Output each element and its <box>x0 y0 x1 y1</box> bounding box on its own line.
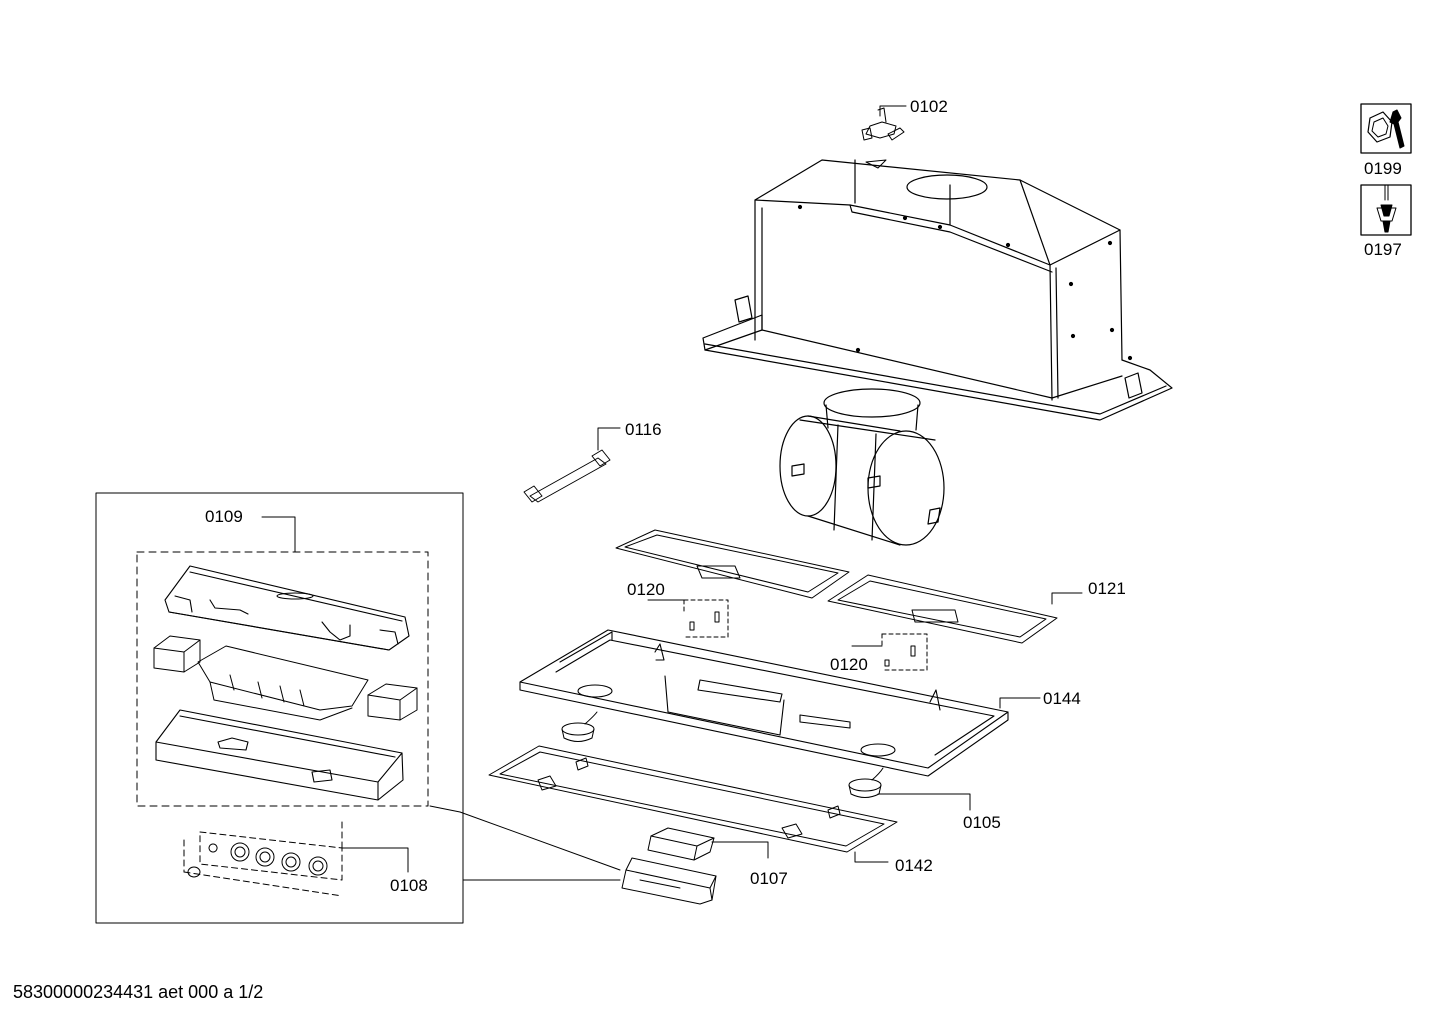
callout-tool-0199: 0199 <box>1364 159 1402 178</box>
leader-0109-to-module <box>430 806 620 870</box>
callout-tool-0197: 0197 <box>1364 240 1402 259</box>
leader-0144 <box>1000 698 1040 708</box>
part-0107-module <box>648 828 714 860</box>
part-0109-group <box>137 552 428 806</box>
part-0109-lower-tray <box>156 710 403 800</box>
part-0120-screw-a <box>690 612 719 630</box>
part-0109-circuit-board <box>198 646 368 720</box>
leader-0116 <box>598 428 620 450</box>
detail-inset-box <box>96 493 463 923</box>
part-0116-bracket <box>524 450 610 502</box>
callout-0121: 0121 <box>1088 579 1126 598</box>
part-0120-screw-b <box>885 646 915 666</box>
part-0108-control-panel <box>184 822 408 896</box>
callout-0105: 0105 <box>963 813 1001 832</box>
wrench-tool-icon <box>1361 104 1411 153</box>
part-0102-clip <box>862 108 904 168</box>
callout-0102: 0102 <box>910 97 948 116</box>
part-0142-frame <box>489 746 897 852</box>
document-id-footer: 58300000234431 aet 000 a 1/2 <box>13 982 264 1002</box>
leader-0105 <box>878 794 970 810</box>
callout-0108: 0108 <box>390 876 428 895</box>
callout-0109: 0109 <box>205 507 243 526</box>
leader-0142 <box>855 852 888 862</box>
part-0109-upper-cover <box>165 566 409 650</box>
part-0109-small-block-b <box>368 684 417 720</box>
part-0120-screws-b <box>882 634 927 670</box>
part-0109-small-block-a <box>154 636 200 672</box>
leader-0109 <box>262 517 295 552</box>
hood-housing <box>703 160 1172 420</box>
callout-0120-a: 0120 <box>627 580 665 599</box>
screwdriver-tool-icon <box>1361 185 1411 235</box>
leader-0107 <box>712 842 768 858</box>
part-0144-frame <box>520 630 1008 776</box>
callout-0116: 0116 <box>625 420 662 439</box>
callout-0107: 0107 <box>750 869 788 888</box>
callout-0142: 0142 <box>895 856 933 875</box>
callout-0144: 0144 <box>1043 689 1081 708</box>
fan-motor <box>780 389 944 545</box>
control-electronics-housing <box>622 858 716 904</box>
leader-0121 <box>1052 593 1082 604</box>
part-0120-screws-a <box>684 600 728 637</box>
leader-0102 <box>880 106 906 116</box>
callout-0120-b: 0120 <box>830 655 868 674</box>
part-0121-grease-filter <box>616 530 1057 643</box>
